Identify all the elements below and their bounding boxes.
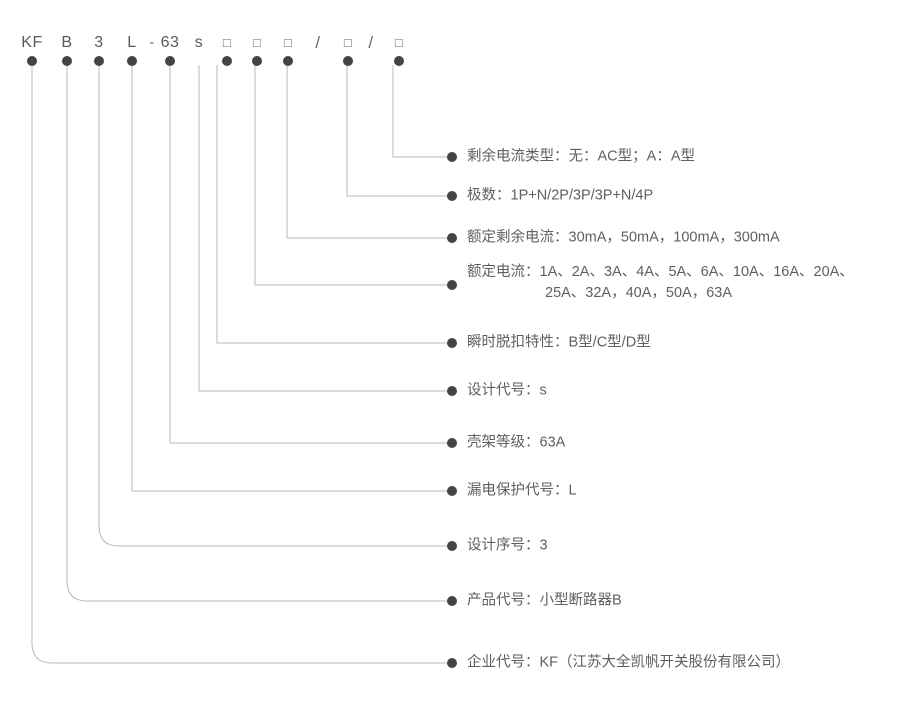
connector-1 [346,65,447,197]
label-3: 额定电流：1A、2A、3A、4A、5A、6A、10A、16A、20A、 25A、3… [467,262,854,304]
label-text-5: 设计代号：s [467,382,547,399]
connector-2 [286,65,447,239]
connector-7 [131,65,447,492]
code-dot-0 [27,56,37,66]
code-dot-8 [252,56,262,66]
label-dot-4 [447,338,457,348]
code-dot-2 [94,56,104,66]
label-dot-8 [447,541,457,551]
code-token-10: / [315,33,321,52]
connector-3 [254,65,447,286]
code-token-1: B [61,34,73,51]
code-token-12: / [368,33,374,52]
model-code-row: KF B 3 L-63 s □ □ □ / □ / □ [0,32,900,58]
label-dot-5 [447,386,457,396]
label-text-1: 极数：1P+N/2P/3P/3P+N/4P [467,187,654,204]
label-text-4: 瞬时脱扣特性：B型/C型/D型 [467,334,651,351]
label-text-10: 企业代号：KF（江苏大全凯帆开关股份有限公司） [467,654,791,671]
code-token-4: - [149,34,155,51]
code-token-7: □ [222,35,232,50]
label-text-3: 额定电流：1A、2A、3A、4A、5A、6A、10A、16A、20A、 [467,264,854,280]
connector-8 [98,65,447,547]
code-token-9: □ [283,35,293,50]
label-dot-1 [447,191,457,201]
code-dot-1 [62,56,72,66]
label-text-0: 剩余电流类型：无：AC型；A：A型 [467,148,695,165]
label-1: 极数：1P+N/2P/3P/3P+N/4P [467,186,653,207]
code-token-11: □ [343,35,353,50]
label-4: 瞬时脱扣特性：B型/C型/D型 [467,333,651,354]
code-token-5: 63 [160,34,180,51]
code-dot-13 [394,56,404,66]
label-dot-2 [447,233,457,243]
label-10: 企业代号：KF（江苏大全凯帆开关股份有限公司） [467,653,790,674]
label-text-7: 漏电保护代号：L [467,482,577,499]
connector-0 [392,65,447,158]
connector-5 [198,65,447,392]
label-2: 额定剩余电流：30mA，50mA，100mA，300mA [467,228,780,249]
connector-4 [216,65,447,344]
label-text-6: 壳架等级：63A [467,434,566,451]
connector-6 [169,65,447,444]
code-dot-7 [222,56,232,66]
code-token-0: KF [21,34,43,51]
label-dot-10 [447,658,457,668]
label-text2-3: 25A、32A，40A，50A，63A [545,285,732,301]
label-7: 漏电保护代号：L [467,481,577,502]
code-dot-5 [165,56,175,66]
label-dot-3 [447,280,457,290]
label-dot-0 [447,152,457,162]
label-text-9: 产品代号：小型断路器B [467,592,622,609]
code-token-3: L [127,34,137,51]
label-8: 设计序号：3 [467,536,548,557]
label-9: 产品代号：小型断路器B [467,591,622,612]
code-token-2: 3 [94,34,104,51]
label-6: 壳架等级：63A [467,433,565,454]
connector-9 [66,65,447,602]
code-dot-11 [343,56,353,66]
code-dot-3 [127,56,137,66]
connector-10 [31,65,447,664]
label-0: 剩余电流类型：无：AC型；A：A型 [467,147,695,168]
label-text-2: 额定剩余电流：30mA，50mA，100mA，300mA [467,229,780,246]
code-token-8: □ [252,35,262,50]
label-dot-6 [447,438,457,448]
label-text-8: 设计序号：3 [467,537,548,554]
code-token-13: □ [394,35,404,50]
code-token-6: s [194,34,204,51]
label-dot-9 [447,596,457,606]
label-5: 设计代号：s [467,381,547,402]
label-dot-7 [447,486,457,496]
code-dot-9 [283,56,293,66]
